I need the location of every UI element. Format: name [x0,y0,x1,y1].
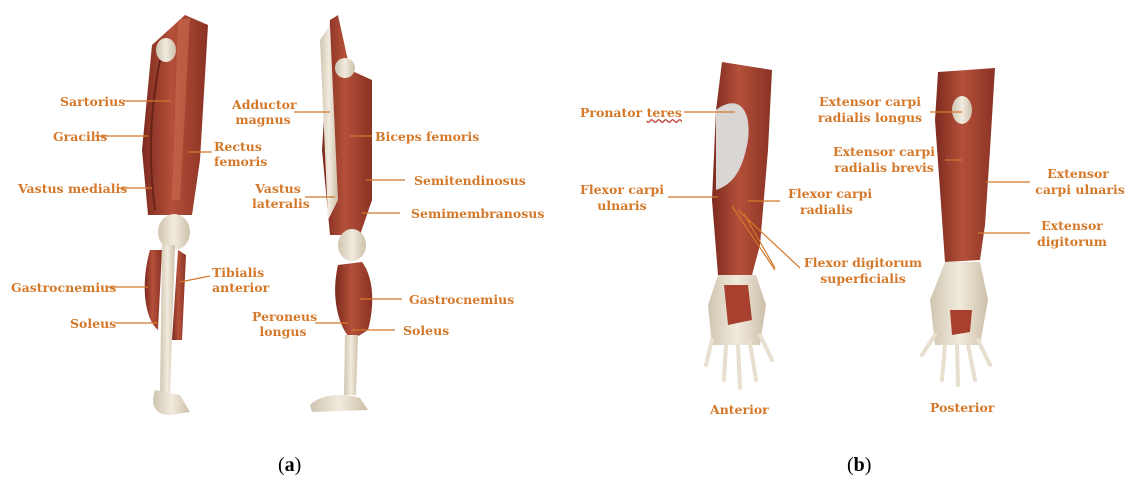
label-adductor-magnus-line1: Adductor [232,97,294,112]
label-soleus-front: Soleus [70,316,116,331]
posterior-forearm-drawing [922,68,995,385]
label-gastrocnemius-front: Gastrocnemius [11,280,116,295]
label-vastus-lateralis-line1: Vastus [252,181,304,196]
label-soleus-side: Soleus [403,323,449,338]
label-flexor-carpi-radialis-line2: radialis [800,202,853,217]
label-extensor-carpi-radialis-longus-line1: Extensor carpi [810,94,930,109]
label-extensor-carpi-ulnaris-line1: Extensor [1036,166,1120,181]
label-semitendinosus: Semitendinosus [414,173,526,188]
caption-b: (b) [847,454,871,477]
label-biceps-femoris: Biceps femoris [375,129,479,144]
label-peroneus-longus-line1: Peroneus [252,309,314,324]
label-tibialis-anterior-line1: Tibialis [212,265,264,280]
anterior-forearm-drawing [706,62,772,388]
label-gracilis: Gracilis [53,129,107,144]
label-rectus-femoris-line1: Rectus [214,139,262,154]
label-flexor-digitorum-superficialis-line1: Flexor digitorum [802,255,924,270]
label-semimembranosus: Semimembranosus [411,206,544,221]
label-flexor-carpi-radialis-line1: Flexor carpi [788,186,872,201]
label-extensor-carpi-radialis-brevis-line1: Extensor carpi [824,144,944,159]
label-vastus-lateralis-line2: lateralis [252,196,304,211]
label-posterior-view: Posterior [930,400,994,415]
label-gastrocnemius-side: Gastrocnemius [409,292,514,307]
label-adductor-magnus-line2: magnus [232,112,294,127]
label-sartorius: Sartorius [60,94,125,109]
label-pronator-teres-word2: teres [647,105,682,120]
front-leg-drawing [142,15,208,415]
label-extensor-digitorum-line2: digitorum [1030,234,1114,249]
leader-lines [95,101,1030,330]
caption-a-letter: a [285,454,295,476]
caption-a: (a) [278,454,301,477]
label-pronator-teres-word1: Pronator [580,105,642,120]
label-anterior-view: Anterior [710,402,769,417]
label-rectus-femoris-line2: femoris [214,154,267,169]
label-extensor-carpi-ulnaris-line2: carpi ulnaris [1032,182,1128,197]
label-extensor-carpi-radialis-brevis-line2: radialis brevis [824,160,944,175]
label-tibialis-anterior-line2: anterior [212,280,269,295]
label-pronator-teres: Pronator teres [580,105,682,120]
label-extensor-digitorum-line1: Extensor [1030,218,1114,233]
label-vastus-medialis: Vastus medialis [18,181,127,196]
label-flexor-carpi-ulnaris-line2: ulnaris [576,198,668,213]
label-flexor-carpi-ulnaris-line1: Flexor carpi [576,182,668,197]
label-peroneus-longus-line2: longus [252,324,314,339]
caption-b-letter: b [854,454,865,476]
label-extensor-carpi-radialis-longus-line2: radialis longus [810,110,930,125]
label-flexor-digitorum-superficialis-line2: superficialis [802,271,924,286]
